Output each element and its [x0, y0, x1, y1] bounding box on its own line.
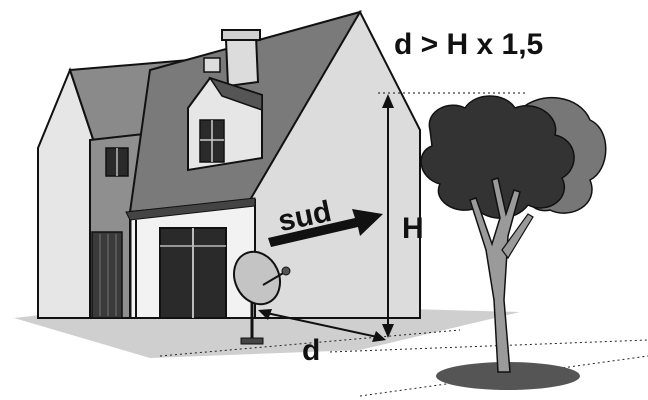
distance-dimension — [258, 309, 386, 342]
height-label: H — [402, 212, 424, 245]
annex-door — [91, 231, 123, 319]
arrow-icon — [268, 209, 383, 247]
tree-icon — [420, 95, 607, 390]
formula-label: d > H x 1,5 — [394, 28, 543, 61]
height-dimension — [378, 92, 528, 338]
satellite-dish-icon — [233, 250, 291, 345]
distance-label: d — [302, 334, 320, 367]
house-icon — [37, 9, 421, 319]
